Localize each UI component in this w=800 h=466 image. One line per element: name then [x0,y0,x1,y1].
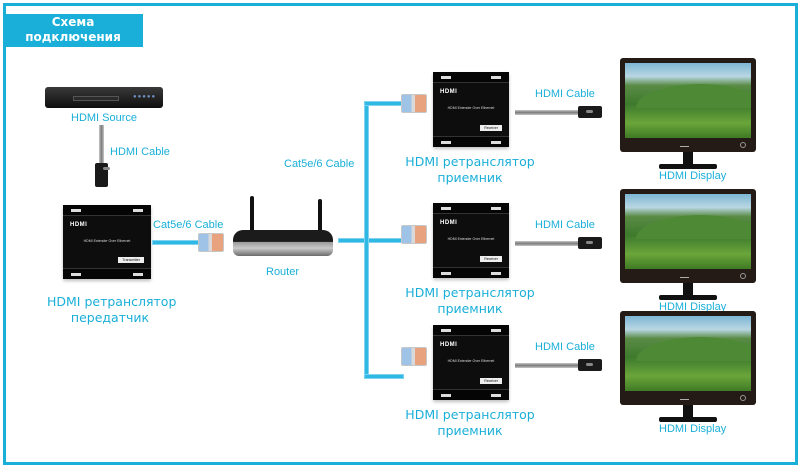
router-ethernet-cable [338,238,404,243]
receiver-logo: HDMI [440,89,458,95]
receiver-caption: HDMI ретранслятор приемник [405,285,535,317]
receiver-hdmi-cable-label: HDMI Cable [535,219,595,231]
transmitter-cable-label: Cat5e/6 Cable [153,219,224,231]
router-antenna-icon [250,196,254,232]
receiver-caption-line-2: приемник [437,170,503,185]
rj45-connector-icon [198,233,224,252]
display-base [659,417,717,422]
receiver-hdmi-cable-label: HDMI Cable [535,88,595,100]
transmitter-logo: HDMI [70,222,88,228]
receiver-caption: HDMI ретранслятор приемник [405,154,535,186]
receiver-device: HDMI HDMI Extender Over Ethernet Receive… [433,325,509,400]
receiver-caption-line-1: HDMI ретранслятор [405,285,535,300]
title-line-1: Схема подключения [25,15,121,44]
hdmi-display-label: HDMI Display [659,423,727,435]
hdmi-display: ▬▬▬ [620,58,756,152]
source-hdmi-plug-icon [95,163,110,187]
rj45-connector-icon [401,94,427,113]
receiver-hdmi-cable-label: HDMI Cable [535,341,595,353]
power-icon [740,142,746,148]
transmitter-caption-line-1: HDMI ретранслятор [47,294,177,309]
receiver-caption: HDMI ретранслятор приемник [405,407,535,439]
router-device [233,230,333,256]
receiver-device: HDMI HDMI Extender Over Ethernet Receive… [433,203,509,278]
transmitter-model-text: HDMI Extender Over Ethernet [83,239,131,243]
receiver-tag: Receiver [480,256,502,262]
hdmi-plug-icon [578,359,602,371]
player-buttons-icon: ●●●●● [133,94,157,100]
landscape-image [625,80,751,108]
receiver-model-text: HDMI Extender Over Ethernet [447,237,495,241]
receiver-logo: HDMI [440,220,458,226]
display-brand: ▬▬▬ [680,144,689,148]
display-brand: ▬▬▬ [680,397,689,401]
display-base [659,295,717,300]
landscape-image [625,333,751,361]
transmitter-ethernet-cable [152,240,200,245]
receiver-model-text: HDMI Extender Over Ethernet [447,359,495,363]
transmitter-caption: HDMI ретранслятор передатчик [47,294,177,326]
receiver-tag: Receiver [480,378,502,384]
disc-slot-icon [73,96,119,101]
receiver-device: HDMI HDMI Extender Over Ethernet Receive… [433,72,509,147]
display-stand [683,405,693,419]
transmitter-device: HDMI HDMI Extender Over Ethernet Transmi… [63,205,151,279]
receiver-model-text: HDMI Extender Over Ethernet [447,106,495,110]
source-cable-label: HDMI Cable [110,146,170,158]
transmitter-tag: Transmitter [118,257,144,263]
rj45-connector-icon [401,347,427,366]
display-brand: ▬▬▬ [680,275,689,279]
diagram-title: Схема подключения один к многим [3,14,143,59]
display-stand [683,152,693,166]
receiver-caption-line-1: HDMI ретранслятор [405,407,535,422]
receiver-hdmi-cable [515,363,579,368]
hdmi-source-device: ●●●●● [45,87,163,108]
landscape-image [625,211,751,239]
power-icon [740,273,746,279]
transmitter-caption-line-2: передатчик [70,310,150,325]
receiver-hdmi-cable [515,241,579,246]
hdmi-display-label: HDMI Display [659,170,727,182]
hdmi-display: ▬▬▬ [620,311,756,405]
rj45-connector-icon [401,225,427,244]
receiver-logo: HDMI [440,342,458,348]
hdmi-display-label: HDMI Display [659,301,727,313]
display-base [659,164,717,169]
power-icon [740,395,746,401]
router-antenna-icon [318,199,322,233]
source-hdmi-cable [99,125,104,165]
hdmi-plug-icon [578,106,602,118]
hdmi-source-label: HDMI Source [71,112,138,124]
receiver-hdmi-cable [515,110,579,115]
router-label: Router [266,266,300,278]
trunk-cable-label: Cat5e/6 Cable [284,158,355,170]
trunk-branch-3 [364,374,404,379]
receiver-tag: Receiver [480,125,502,131]
hdmi-plug-icon [578,237,602,249]
trunk-branch-1 [364,101,404,106]
hdmi-display: ▬▬▬ [620,189,756,283]
title-line-2: один к многим [22,45,124,59]
receiver-caption-line-1: HDMI ретранслятор [405,154,535,169]
display-stand [683,283,693,297]
receiver-caption-line-2: приемник [437,301,503,316]
receiver-caption-line-2: приемник [437,423,503,438]
ethernet-trunk-cable [364,101,369,377]
diagram-frame [3,3,798,465]
